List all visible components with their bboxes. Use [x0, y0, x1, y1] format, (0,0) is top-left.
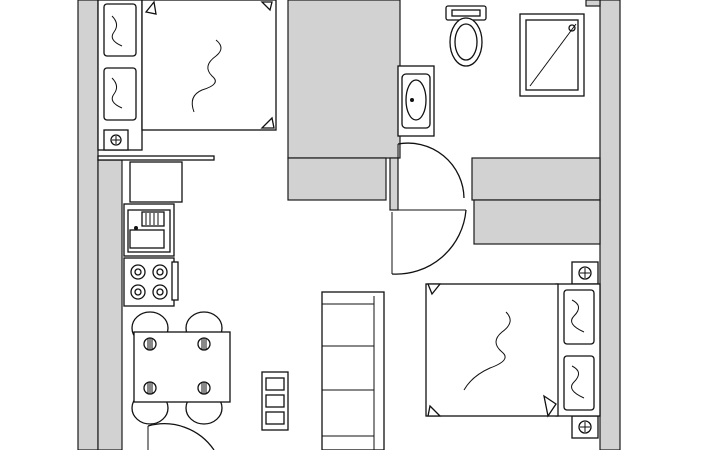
bed-top-left [141, 0, 277, 131]
toilet-tank-inner [451, 9, 481, 17]
blanket-corner [427, 283, 442, 296]
kitchen-counter [129, 161, 183, 203]
sink-drain [410, 98, 414, 102]
switch-rocker [265, 394, 285, 408]
shower-drain [568, 24, 576, 32]
wall-left-lower [97, 159, 123, 450]
wall-top-right-stub [585, 0, 601, 7]
place-setting [143, 337, 157, 351]
faucet [134, 226, 138, 230]
dish-rack [141, 211, 165, 227]
hall-door [391, 209, 467, 275]
shower-diagonal [529, 23, 577, 87]
door-swing-icon [147, 423, 215, 450]
burner [152, 284, 168, 300]
wall-top-center [287, 0, 401, 159]
stove-icon [123, 257, 175, 307]
door-swing-icon [391, 209, 467, 275]
pillow-fold [571, 299, 585, 333]
sink-basin [129, 229, 165, 249]
pillow-icon [563, 289, 595, 345]
wall-right-outer [599, 0, 621, 450]
shower-tray [525, 19, 579, 91]
blanket-corner [144, 0, 157, 15]
lamp-icon [110, 134, 122, 146]
place-setting [143, 381, 157, 395]
kitchen [123, 161, 183, 307]
wall-left-outer [77, 0, 99, 450]
pillow-fold [111, 15, 123, 47]
bed-squiggle [463, 311, 511, 391]
walls [77, 0, 621, 450]
place-setting [197, 337, 211, 351]
wall-bath-divider-right [471, 157, 601, 201]
wall-hall-block [473, 199, 601, 245]
sink-icon [401, 73, 431, 129]
bed-right [425, 283, 559, 417]
burner [130, 264, 146, 280]
place-setting [197, 381, 211, 395]
bedroom-right [425, 261, 601, 439]
sink-icon [127, 209, 171, 253]
pillow-fold [111, 77, 123, 109]
living [261, 291, 385, 450]
burner [130, 284, 146, 300]
pillow-icon [563, 355, 595, 411]
sink-counter [397, 65, 435, 137]
blanket-corner [260, 1, 273, 12]
dining [131, 311, 231, 450]
partition-bedroom-bottom [97, 155, 215, 161]
bathroom [397, 5, 585, 200]
switch-rocker [265, 411, 285, 425]
lamp-icon [578, 266, 592, 280]
bedroom-top-left [97, 0, 277, 161]
sink-basin [405, 79, 427, 121]
blanket-corner [260, 116, 275, 129]
door-swing-icon [397, 142, 465, 199]
sofa-icon [321, 291, 385, 450]
pillow-fold [571, 365, 585, 399]
burner [152, 264, 168, 280]
toilet-bowl-inner [454, 23, 478, 61]
wall-bath-divider-left [287, 157, 387, 201]
bed-squiggle [191, 39, 222, 113]
pillow-icon [103, 3, 137, 57]
pillow-icon [103, 67, 137, 121]
wall-door-jamb [389, 157, 399, 211]
lamp-icon [578, 420, 592, 434]
stove-side [171, 261, 179, 301]
blanket-corner [543, 394, 557, 418]
switch-rocker [265, 377, 285, 391]
blanket-corner [427, 404, 442, 417]
